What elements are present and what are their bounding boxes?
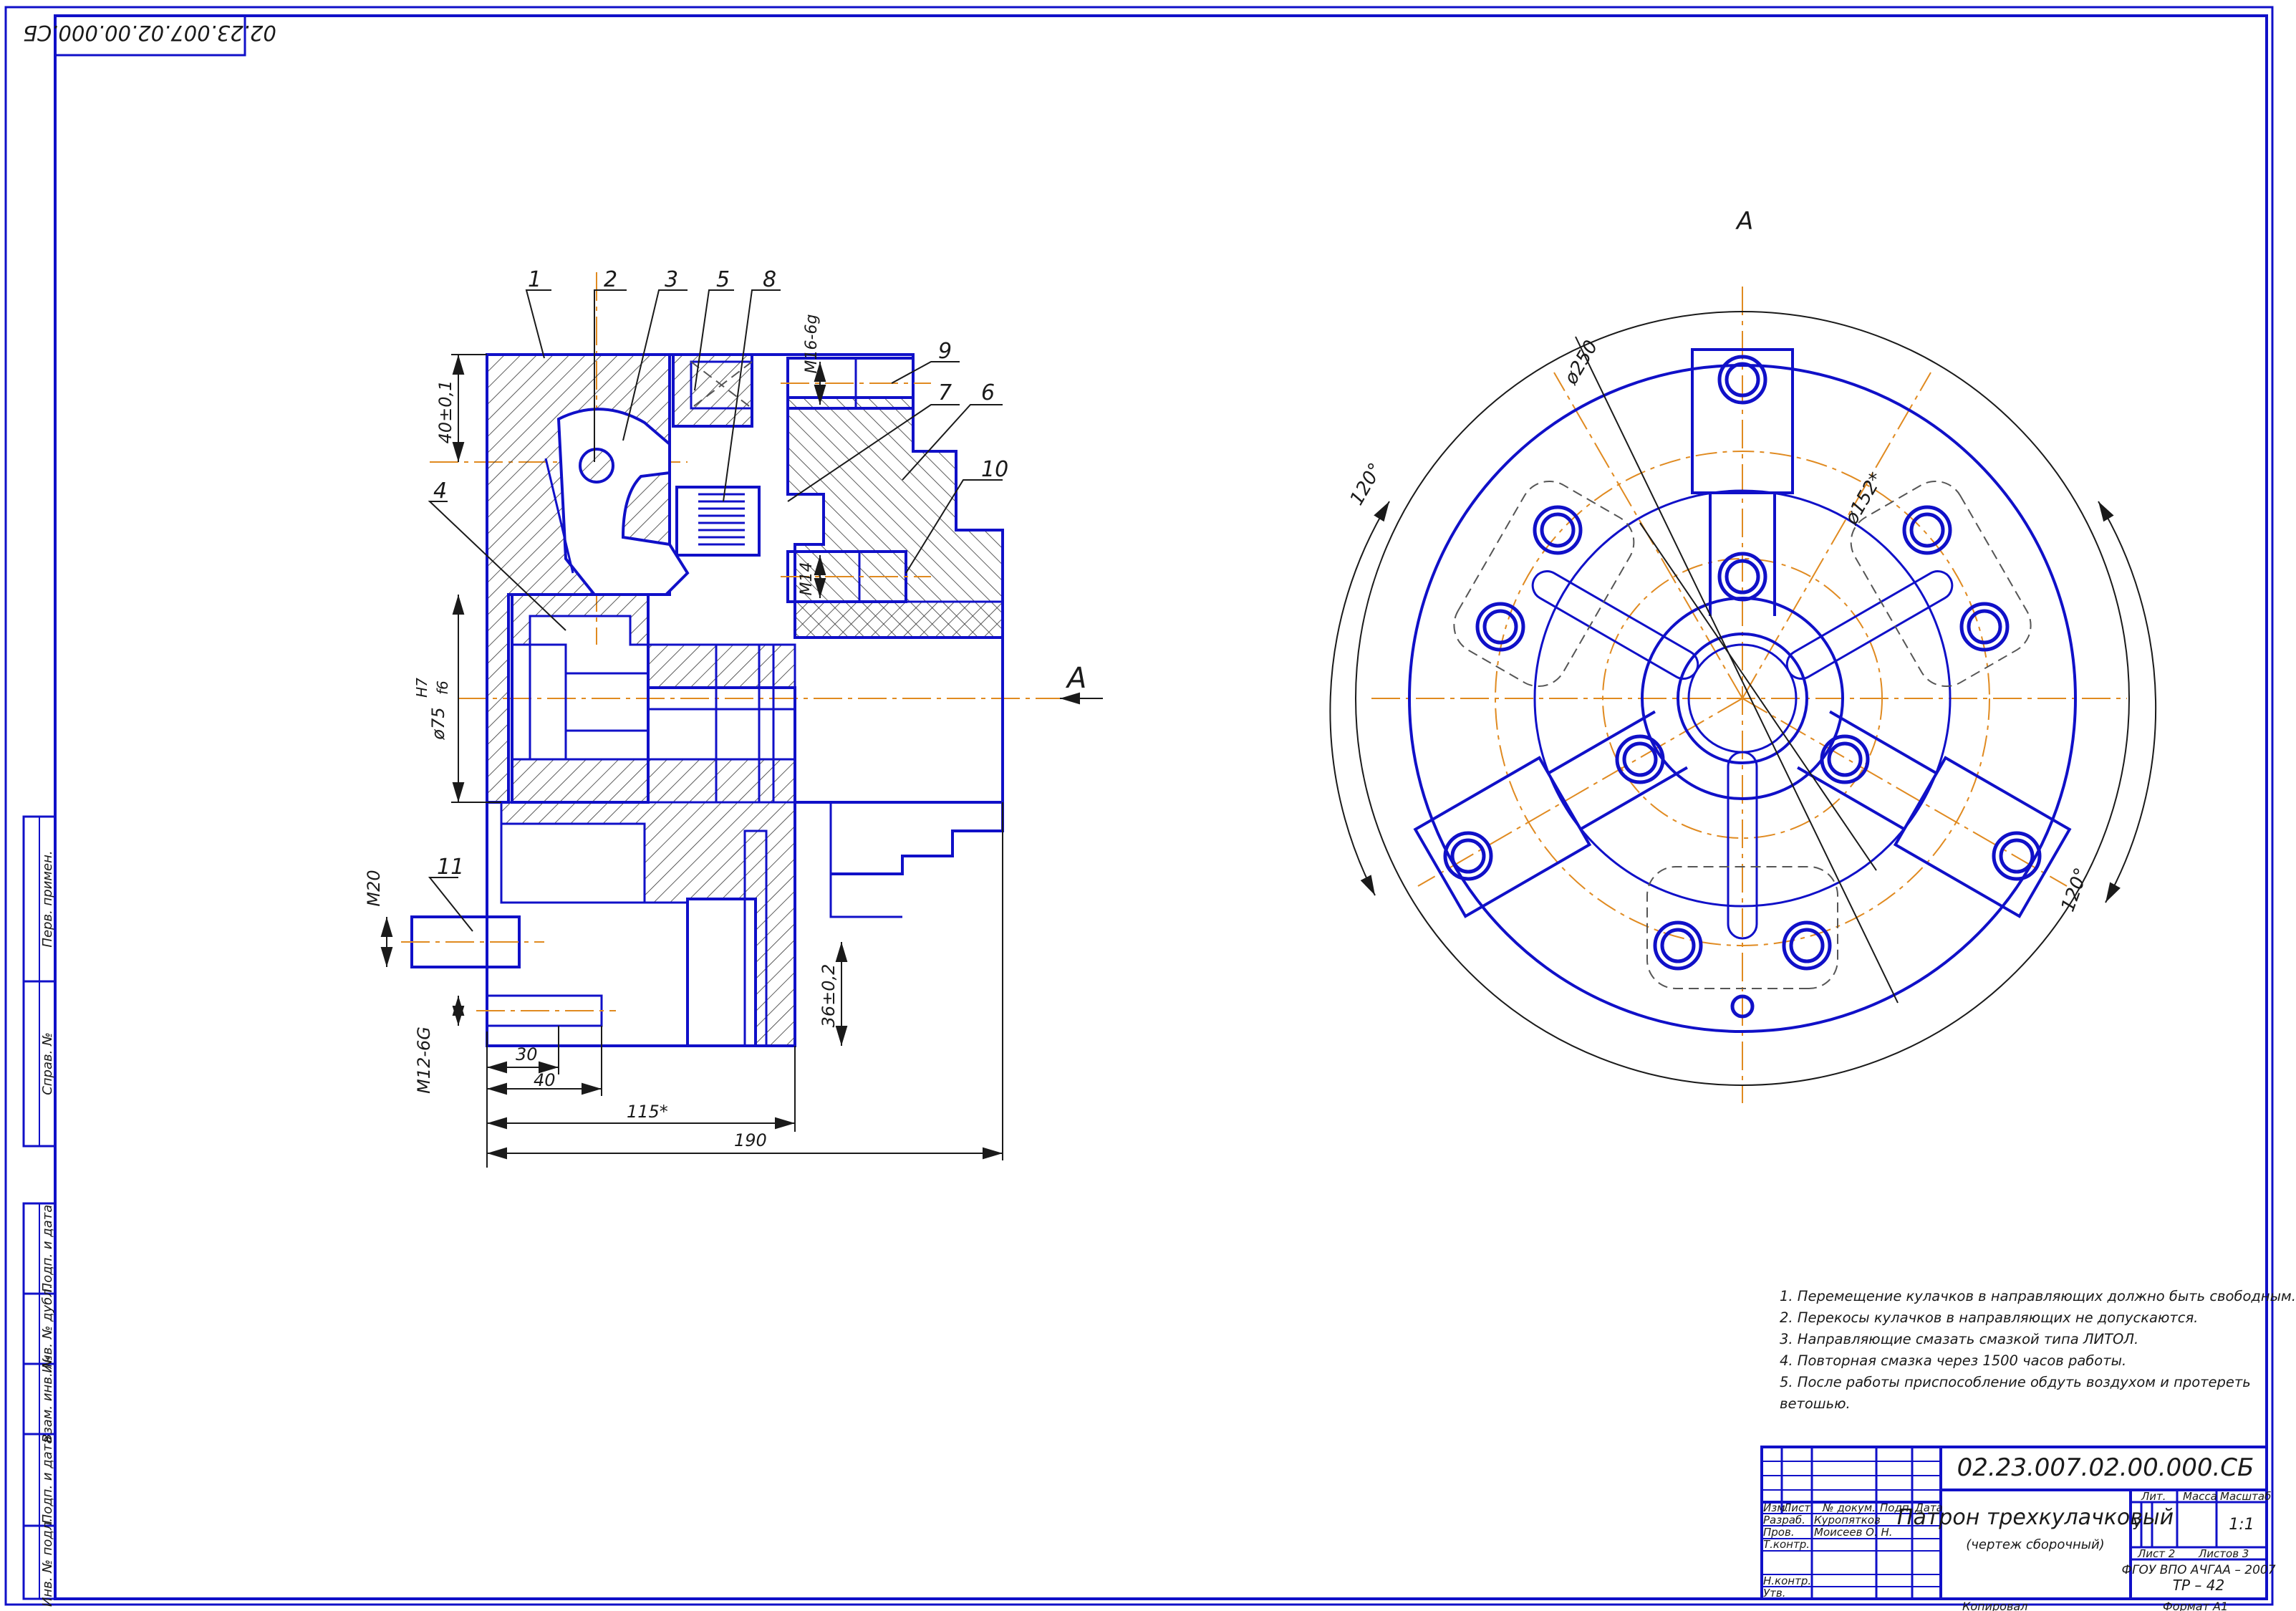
svg-text:M14: M14 <box>798 562 816 596</box>
note-2: 2. Перекосы кулачков в направляющих не д… <box>1780 1309 2199 1326</box>
note-3: 3. Направляющие смазать смазкой типа ЛИТ… <box>1780 1331 2139 1347</box>
svg-text:Куропятков: Куропятков <box>1814 1514 1881 1526</box>
svg-text:1:1: 1:1 <box>2229 1516 2254 1534</box>
svg-text:Формат А1: Формат А1 <box>2163 1600 2228 1611</box>
svg-text:1: 1 <box>528 267 541 292</box>
section-view: 1 2 3 5 8 4 9 7 6 10 11 40±0,1 ø75 H7 f6… <box>364 267 1103 1168</box>
drawing-name: Патрон трехкулачковый <box>1897 1505 2174 1530</box>
svg-text:115*: 115* <box>627 1102 668 1122</box>
svg-text:Утв.: Утв. <box>1763 1587 1786 1600</box>
svg-text:8: 8 <box>763 267 776 292</box>
note-4: 4. Повторная смазка через 1500 часов раб… <box>1780 1352 2127 1369</box>
svg-text:Н.контр.: Н.контр. <box>1763 1574 1811 1587</box>
svg-text:Дата: Дата <box>1914 1501 1943 1514</box>
svg-text:36±0,2: 36±0,2 <box>819 964 839 1028</box>
svg-text:Разраб.: Разраб. <box>1763 1514 1805 1526</box>
svg-text:Лит.: Лит. <box>2141 1490 2166 1503</box>
svg-text:Инв. № дубл.: Инв. № дубл. <box>40 1284 55 1372</box>
svg-text:Подп.: Подп. <box>1880 1501 1912 1514</box>
jaw-top <box>1691 348 1794 616</box>
rotated-code-stamp: 02.23.007.02.00.000.СБ <box>23 14 276 57</box>
svg-text:ø75: ø75 <box>428 707 448 740</box>
svg-text:№ докум.: № докум. <box>1822 1501 1876 1514</box>
view-label: А <box>1735 207 1753 236</box>
svg-text:7: 7 <box>938 380 952 405</box>
svg-text:Т.контр.: Т.контр. <box>1763 1538 1810 1551</box>
svg-text:40±0,1: 40±0,1 <box>435 380 455 444</box>
svg-text:Лист: Лист <box>1783 1501 1811 1514</box>
svg-text:H7: H7 <box>413 678 430 698</box>
svg-text:M16-6g: M16-6g <box>803 314 821 374</box>
svg-text:3: 3 <box>665 267 678 292</box>
svg-text:Моисеев О. Н.: Моисеев О. Н. <box>1814 1526 1893 1539</box>
designation: 02.23.007.02.00.000.СБ <box>1957 1453 2254 1482</box>
svg-text:Листов 3: Листов 3 <box>2198 1547 2249 1560</box>
svg-text:M20: M20 <box>364 870 384 906</box>
svg-text:4: 4 <box>433 479 447 504</box>
svg-text:120°: 120° <box>2058 865 2093 915</box>
rotated-code-text: 02.23.007.02.00.000.СБ <box>23 21 276 45</box>
svg-text:ø152*: ø152* <box>1841 468 1888 529</box>
front-view-a: А <box>1329 207 2157 1103</box>
svg-text:Лист 2: Лист 2 <box>2137 1547 2175 1560</box>
side-stamp: Перв. примен. Справ. № Подп. и дата Инв.… <box>22 815 57 1607</box>
svg-text:Масса: Масса <box>2183 1490 2217 1503</box>
svg-text:5: 5 <box>716 267 730 292</box>
svg-text:30: 30 <box>516 1044 538 1064</box>
svg-text:(чертеж сборочный): (чертеж сборочный) <box>1966 1537 2104 1552</box>
svg-text:190: 190 <box>734 1130 767 1150</box>
svg-text:Масштаб: Масштаб <box>2220 1490 2271 1503</box>
svg-text:Инв. № подл.: Инв. № подл. <box>40 1518 55 1607</box>
svg-text:M12-6G: M12-6G <box>414 1026 434 1094</box>
note-5-cont: ветошью. <box>1780 1395 1851 1412</box>
svg-text:ФГОУ ВПО АЧГАА – 2007: ФГОУ ВПО АЧГАА – 2007 <box>2121 1563 2275 1577</box>
spring <box>698 493 745 546</box>
svg-text:6: 6 <box>981 380 995 405</box>
svg-text:2: 2 <box>604 267 617 292</box>
svg-text:Перв. примен.: Перв. примен. <box>40 850 55 947</box>
svg-text:Подп. и дата: Подп. и дата <box>40 1436 55 1524</box>
svg-text:11: 11 <box>437 855 464 880</box>
svg-text:120°: 120° <box>1346 459 1386 509</box>
section-arrow-label: А <box>1065 662 1086 695</box>
svg-text:ТР – 42: ТР – 42 <box>2173 1577 2224 1594</box>
svg-text:У: У <box>2133 1516 2143 1533</box>
svg-text:Копировал: Копировал <box>1962 1600 2027 1611</box>
svg-text:ø250: ø250 <box>1560 337 1602 389</box>
title-block: 02.23.007.02.00.000.СБ Патрон трехкулачк… <box>1760 1446 2276 1611</box>
note-1: 1. Перемещение кулачков в направляющих д… <box>1780 1288 2296 1304</box>
svg-text:Пров.: Пров. <box>1763 1526 1795 1539</box>
note-5: 5. После работы приспособление обдуть во… <box>1780 1374 2251 1390</box>
sheet-frame <box>4 6 2274 1606</box>
svg-text:Справ. №: Справ. № <box>40 1032 55 1095</box>
technical-notes: 1. Перемещение кулачков в направляющих д… <box>1780 1286 2296 1415</box>
svg-text:f6: f6 <box>434 681 451 695</box>
svg-text:Изм.: Изм. <box>1763 1501 1788 1514</box>
jaw-right <box>1413 710 1688 918</box>
svg-text:Подп. и дата: Подп. и дата <box>40 1205 55 1293</box>
bolt-holes <box>1443 355 2042 1019</box>
svg-text:10: 10 <box>981 457 1008 482</box>
svg-text:40: 40 <box>534 1070 556 1090</box>
svg-text:Взам. инв. №: Взам. инв. № <box>40 1355 55 1443</box>
jaw-left <box>1797 710 2072 918</box>
svg-text:9: 9 <box>938 339 952 364</box>
